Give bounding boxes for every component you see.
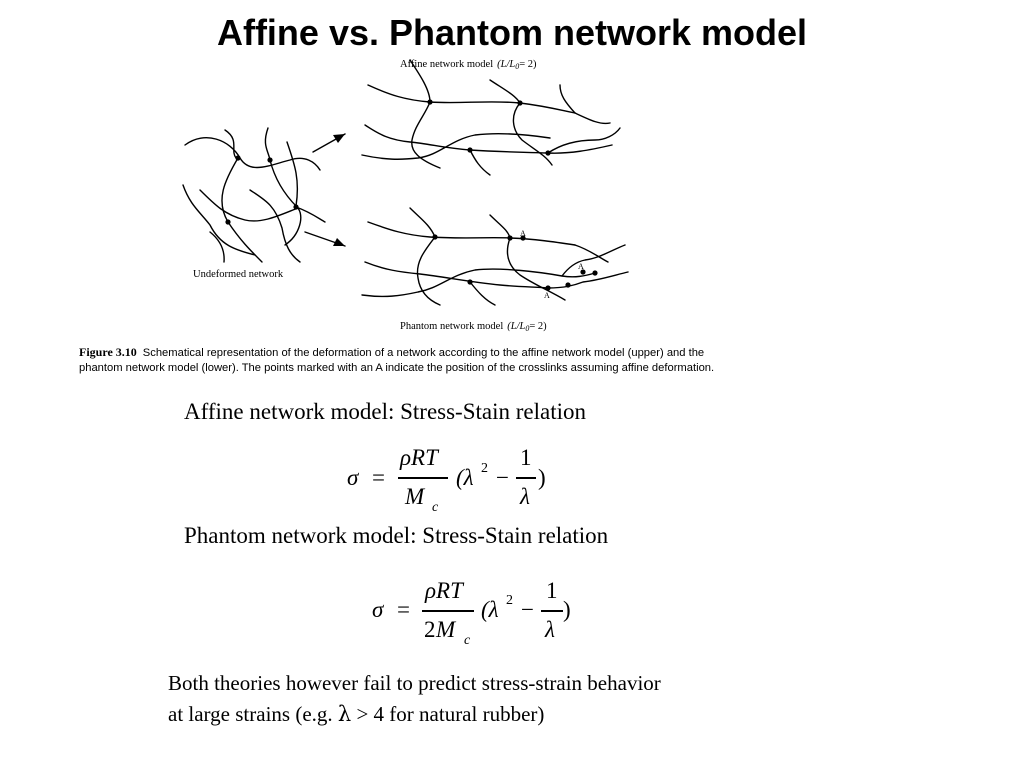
close-paren: ) — [538, 465, 546, 490]
denominator-prefix: 2 — [424, 617, 436, 642]
lambda-symbol: λ — [337, 702, 352, 726]
phantom-network-label: Phantom network model(L/L0= 2) — [400, 321, 547, 333]
note-line-1: Both theories however fail to predict st… — [168, 671, 661, 695]
denominator-subscript: c — [464, 633, 471, 648]
note-line-2-start: at large strains (e.g. — [168, 702, 338, 726]
denominator: M — [436, 617, 456, 642]
inner-numerator: 1 — [546, 578, 558, 603]
numerator: ρRT — [400, 445, 438, 470]
denominator: M — [405, 484, 425, 509]
point-a-label: A — [520, 229, 526, 238]
inner-numerator: 1 — [520, 445, 532, 470]
undeformed-network — [182, 127, 326, 263]
sigma-symbol: σ — [372, 597, 384, 622]
phantom-network — [361, 207, 629, 306]
minus-sign: − — [496, 465, 509, 490]
affine-network — [361, 59, 621, 176]
point-a-label: A — [578, 262, 584, 271]
network-deformation-figure: Affine network model(L/L0= 2) Undeformed… — [182, 59, 629, 333]
affine-network-label: Affine network model(L/L0= 2) — [400, 59, 537, 71]
lambda-open: (λ — [481, 597, 499, 622]
fraction-bar — [422, 610, 474, 612]
denominator-subscript: c — [432, 500, 439, 515]
power: 2 — [481, 461, 488, 476]
equals-sign: = — [372, 465, 385, 490]
fraction-bar — [398, 477, 448, 479]
point-a-label: A — [544, 291, 550, 300]
caption-text: Schematical representation of the deform… — [79, 347, 715, 374]
inner-denominator: λ — [545, 617, 555, 642]
note-line-2-end: > 4 for natural rubber) — [351, 702, 545, 726]
arrow-head-affine — [333, 134, 345, 143]
equals-sign: = — [397, 597, 410, 622]
sigma-symbol: σ — [347, 465, 359, 490]
caption-label: Figure 3.10 — [79, 345, 137, 359]
arrow-head-phantom — [333, 238, 345, 246]
inner-fraction-bar — [541, 610, 563, 612]
crosslink-points — [225, 99, 598, 291]
slide-title: Affine vs. Phantom network model — [216, 12, 808, 53]
undeformed-network-label: Undeformed network — [193, 269, 284, 280]
conclusion-note: Both theories however fail to predict st… — [168, 668, 661, 730]
inner-denominator: λ — [520, 484, 530, 509]
power: 2 — [506, 593, 513, 608]
note-line-2: at large strains (e.g. λ > 4 for natural… — [168, 699, 661, 730]
inner-fraction-bar — [516, 477, 536, 479]
lambda-open: (λ — [456, 465, 474, 490]
numerator: ρRT — [425, 578, 463, 603]
minus-sign: − — [521, 597, 534, 622]
phantom-heading: Phantom network model: Stress-Stain rela… — [184, 523, 609, 548]
affine-heading: Affine network model: Stress-Stain relat… — [184, 399, 586, 424]
close-paren: ) — [563, 597, 571, 622]
